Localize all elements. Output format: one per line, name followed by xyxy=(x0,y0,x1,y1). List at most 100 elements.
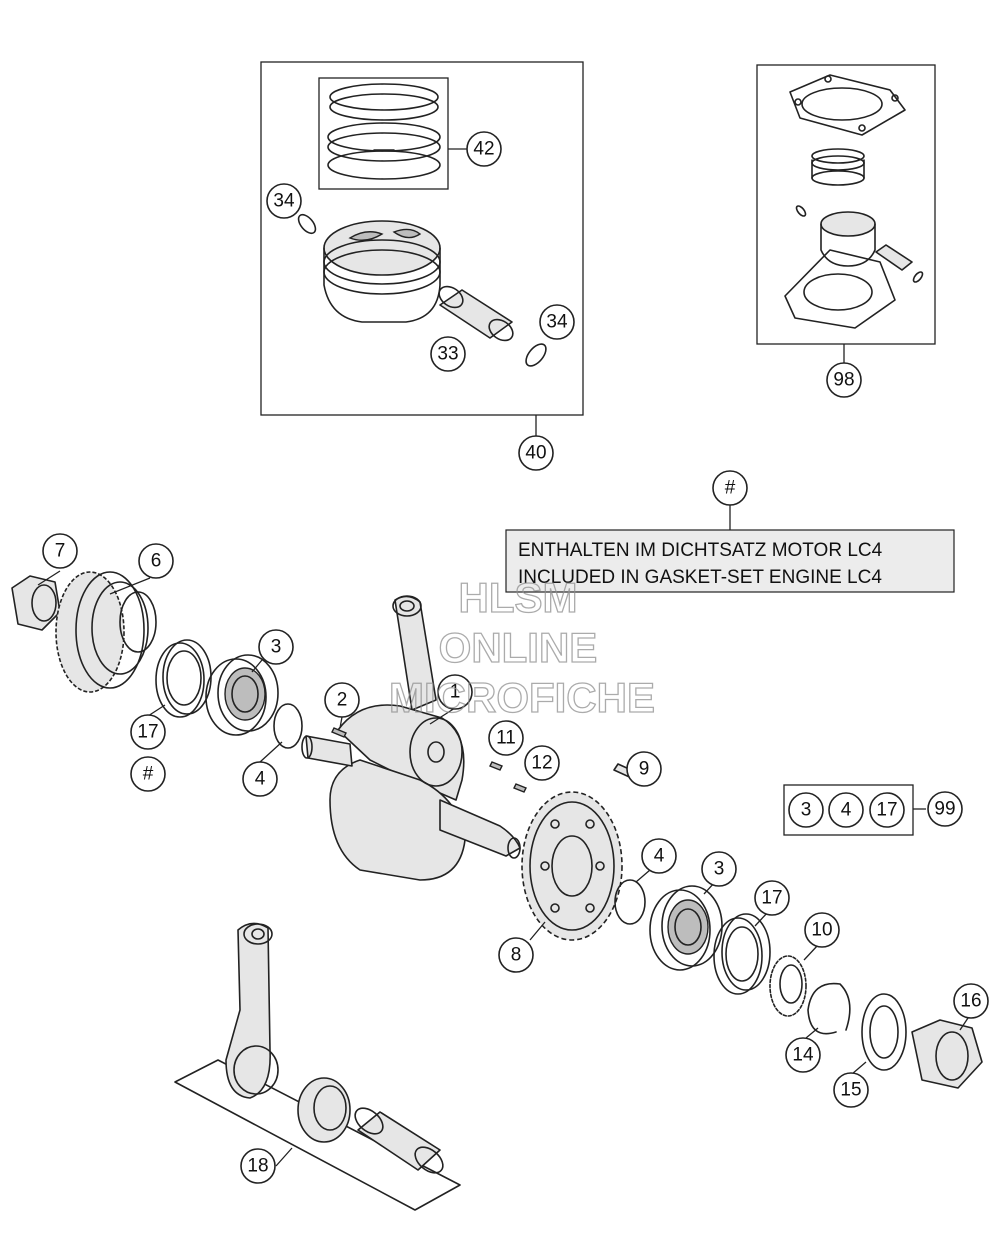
svg-text:16: 16 xyxy=(960,991,981,1012)
note-line-german: ENTHALTEN IM DICHTSATZ MOTOR LC4 xyxy=(518,540,883,561)
gear-10-drawing xyxy=(769,955,807,1017)
svg-text:33: 33 xyxy=(437,344,458,365)
svg-text:2: 2 xyxy=(337,690,348,711)
svg-text:10: 10 xyxy=(811,920,832,941)
conrod-kit-drawing xyxy=(174,922,461,1211)
head-gasket-drawing xyxy=(789,74,906,136)
bearing-3-right-drawing xyxy=(649,885,723,971)
callout-14[interactable]: 14 xyxy=(785,1037,821,1073)
svg-text:#: # xyxy=(143,764,154,785)
svg-text:17: 17 xyxy=(137,722,158,743)
callout-hash-note[interactable]: # xyxy=(712,470,748,506)
svg-text:3: 3 xyxy=(714,859,725,880)
callout-4-right[interactable]: 4 xyxy=(641,838,677,874)
svg-text:17: 17 xyxy=(876,800,897,821)
kit-callout-17[interactable]: 17 xyxy=(869,792,905,828)
watermark-line-2: ONLINE xyxy=(439,624,598,671)
circlip-14-drawing xyxy=(807,982,851,1035)
svg-text:15: 15 xyxy=(840,1080,861,1101)
callout-42[interactable]: 42 xyxy=(466,131,502,167)
svg-text:17: 17 xyxy=(761,888,782,909)
seal-17-left-drawing xyxy=(155,639,212,718)
svg-text:9: 9 xyxy=(639,759,650,780)
svg-text:18: 18 xyxy=(247,1156,268,1177)
circlip-drawing xyxy=(297,213,317,235)
callout-leaders xyxy=(37,570,969,1075)
needle-bearing-drawing xyxy=(297,1077,351,1143)
callout-98[interactable]: 98 xyxy=(826,362,862,398)
callout-2[interactable]: 2 xyxy=(324,682,360,718)
shim-4-right-drawing xyxy=(614,879,646,925)
svg-text:6: 6 xyxy=(151,551,162,572)
svg-text:#: # xyxy=(725,478,736,499)
callout-6[interactable]: 6 xyxy=(138,543,174,579)
svg-text:4: 4 xyxy=(654,846,665,867)
kit-callout-4[interactable]: 4 xyxy=(828,792,864,828)
nut-16-drawing xyxy=(911,1019,983,1089)
piston-pin-drawing xyxy=(438,285,514,342)
key-12-drawing xyxy=(513,783,527,793)
svg-text:14: 14 xyxy=(792,1045,814,1066)
crank-pin-drawing xyxy=(354,1107,444,1174)
watermark: HLSM ONLINE MICROFICHE xyxy=(388,573,655,721)
callout-18[interactable]: 18 xyxy=(240,1148,276,1184)
svg-text:1: 1 xyxy=(450,682,461,703)
svg-text:8: 8 xyxy=(511,945,522,966)
callout-hash-left[interactable]: # xyxy=(130,756,166,792)
callout-9[interactable]: 9 xyxy=(626,751,662,787)
callout-3-left[interactable]: 3 xyxy=(258,629,294,665)
kit-callout-3[interactable]: 3 xyxy=(788,792,824,828)
nut-7-drawing xyxy=(11,575,61,631)
callout-16[interactable]: 16 xyxy=(953,983,989,1019)
svg-text:4: 4 xyxy=(841,800,852,821)
callout-15[interactable]: 15 xyxy=(833,1072,869,1108)
gasket-kit-group xyxy=(756,64,936,363)
washer-15-drawing xyxy=(861,993,907,1071)
key-2-drawing xyxy=(331,727,347,738)
watermark-line-3: MICROFICHE xyxy=(389,674,655,721)
seal-17-right-drawing xyxy=(713,913,771,995)
svg-text:3: 3 xyxy=(271,637,282,658)
callout-99[interactable]: 99 xyxy=(927,791,963,827)
svg-text:34: 34 xyxy=(546,312,568,333)
callout-17-right[interactable]: 17 xyxy=(754,880,790,916)
svg-text:12: 12 xyxy=(531,753,552,774)
callout-4-left[interactable]: 4 xyxy=(242,761,278,797)
callout-33[interactable]: 33 xyxy=(430,336,466,372)
piston-rings-frame xyxy=(318,77,449,190)
note-line-english: INCLUDED IN GASKET-SET ENGINE LC4 xyxy=(518,567,882,588)
callout-12[interactable]: 12 xyxy=(524,745,560,781)
gasket-rings-drawing xyxy=(811,148,865,186)
note-box xyxy=(505,529,955,593)
piston-drawing xyxy=(323,220,441,323)
bearing-kit-frame xyxy=(783,784,914,836)
piston-kit-frame xyxy=(260,61,584,416)
svg-text:3: 3 xyxy=(801,800,812,821)
callout-34-lower[interactable]: 34 xyxy=(539,304,575,340)
callout-17-left[interactable]: 17 xyxy=(130,714,166,750)
shim-4-left-drawing xyxy=(273,703,303,749)
crankshaft-drawing xyxy=(301,595,521,881)
callout-8[interactable]: 8 xyxy=(498,937,534,973)
watermark-line-1: HLSM xyxy=(459,574,578,621)
svg-text:42: 42 xyxy=(473,139,494,160)
piston-rings-drawing xyxy=(327,83,441,180)
callout-7[interactable]: 7 xyxy=(42,533,78,569)
circlip-drawing xyxy=(525,343,547,367)
key-11-drawing xyxy=(489,761,503,771)
svg-text:4: 4 xyxy=(255,769,266,790)
callout-40[interactable]: 40 xyxy=(518,435,554,471)
callout-11[interactable]: 11 xyxy=(488,720,524,756)
callout-3-right[interactable]: 3 xyxy=(701,851,737,887)
callout-1[interactable]: 1 xyxy=(437,674,473,710)
callout-10[interactable]: 10 xyxy=(804,912,840,948)
svg-text:11: 11 xyxy=(496,728,516,749)
base-gasket-drawing xyxy=(784,249,896,329)
svg-text:34: 34 xyxy=(273,191,295,212)
sprocket-8-drawing xyxy=(521,791,623,941)
callout-34-upper[interactable]: 34 xyxy=(266,183,302,219)
bearing-3-left-drawing xyxy=(205,654,279,736)
svg-text:98: 98 xyxy=(833,370,854,391)
gasket-kit-frame xyxy=(756,64,936,345)
